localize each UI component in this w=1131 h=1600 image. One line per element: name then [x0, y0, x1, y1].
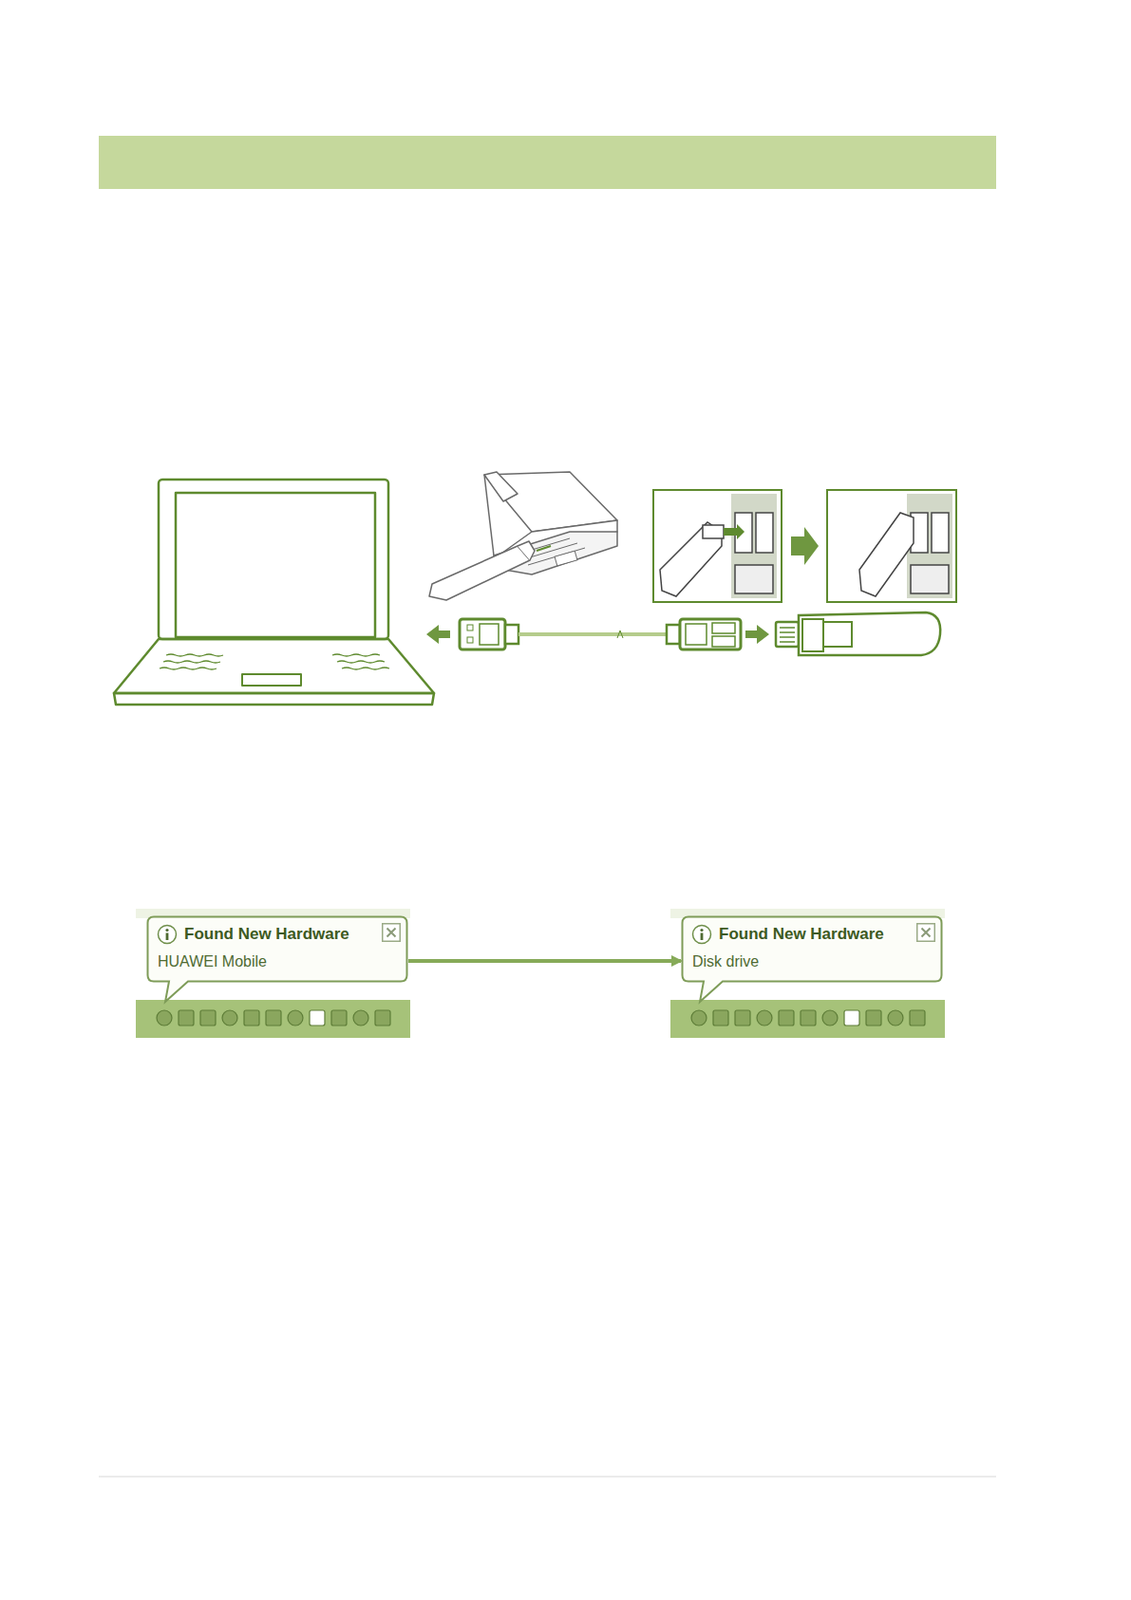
- tray-icon: [200, 1010, 216, 1026]
- balloon-title: Found New Hardware: [157, 923, 377, 945]
- taskbar: [670, 908, 945, 1038]
- tray-icon: [844, 1010, 860, 1026]
- tray-icon: [713, 1010, 729, 1026]
- notebook-sketch: [429, 471, 618, 601]
- usb-modem: [775, 612, 941, 656]
- tray-icon: [178, 1010, 194, 1026]
- tray-icon: [244, 1010, 260, 1026]
- close-button: [381, 923, 401, 943]
- tray-icon: [887, 1010, 904, 1026]
- tray-icon: [331, 1010, 347, 1026]
- device-name: HUAWEI Mobile: [157, 952, 377, 972]
- tray-icon: [353, 1010, 369, 1026]
- tray-icon: [309, 1010, 325, 1026]
- usb-cable: [426, 619, 770, 650]
- device-name: Disk drive: [692, 952, 911, 972]
- tray-icon: [691, 1010, 707, 1026]
- inserted-panel: [827, 490, 957, 603]
- tray-icon: [375, 1010, 391, 1026]
- tray-icon: [909, 1010, 925, 1026]
- header-band: [98, 135, 997, 189]
- balloon-title: Found New Hardware: [692, 923, 911, 945]
- tray-icon: [800, 1010, 816, 1026]
- flow-arrow: [408, 959, 681, 963]
- tray-icon: [265, 1010, 282, 1026]
- close-button: [916, 923, 936, 943]
- taskbar: [135, 908, 411, 1038]
- notification-balloon: Found New HardwareHUAWEI Mobile: [146, 915, 409, 983]
- tray-icon: [156, 1010, 172, 1026]
- info-icon: [691, 923, 713, 945]
- insertion-panel: [653, 490, 782, 603]
- tray-icon: [222, 1010, 238, 1026]
- tray-icons: [156, 1010, 925, 1026]
- tray-icon: [822, 1010, 838, 1026]
- notification-balloon: Found New HardwareDisk drive: [680, 915, 943, 983]
- tray-icon: [866, 1010, 882, 1026]
- tray-icon: [778, 1010, 794, 1026]
- tray-icon: [287, 1010, 303, 1026]
- next-step-arrow: [791, 527, 819, 566]
- tray-icon: [735, 1010, 751, 1026]
- tray-icon: [756, 1010, 773, 1026]
- info-icon: [156, 923, 178, 945]
- footer-rule: [98, 1476, 997, 1478]
- laptop-drawing: [113, 479, 434, 705]
